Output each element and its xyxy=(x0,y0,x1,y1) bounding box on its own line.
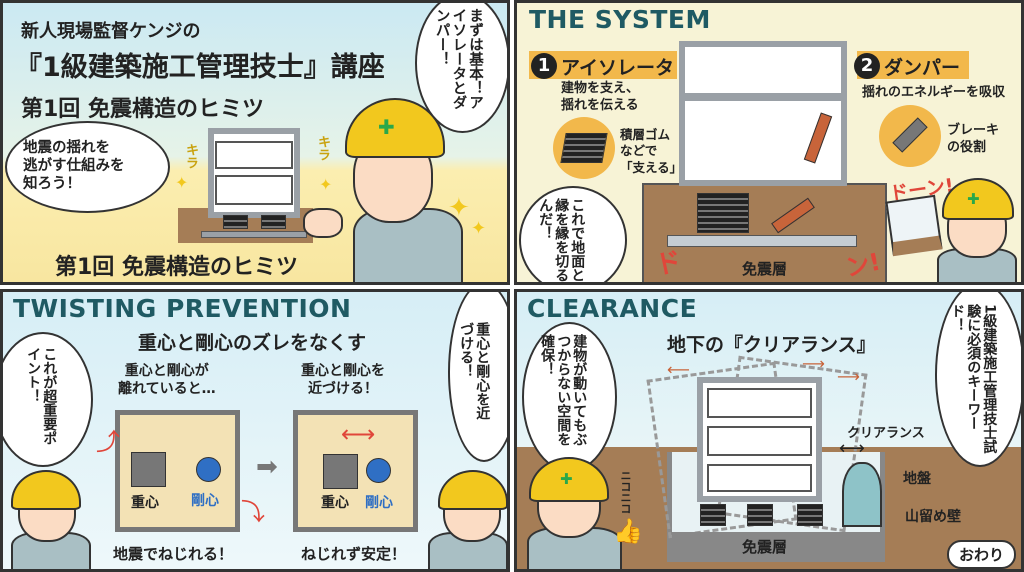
sfx-kira-right: キラ xyxy=(315,135,330,161)
speech-bubble-left xyxy=(3,332,93,467)
center-of-mass-square xyxy=(131,452,166,487)
title-line2: 『1級建築施工管理技士』講座 xyxy=(15,52,385,83)
item1-note: 積層ゴム などで 「支える」 xyxy=(620,127,683,175)
title-line1: 新人現場監督ケンジの xyxy=(21,21,201,42)
speech-bubble xyxy=(519,186,627,282)
sway-arrow-icon: ⟶ xyxy=(802,354,825,373)
isolator-rubber xyxy=(697,193,749,233)
center-of-rigidity-circle xyxy=(196,457,221,482)
bubble-right-text: 重心と剛心を近づける！ xyxy=(458,322,491,420)
sfx-kira-left: キラ xyxy=(183,143,198,169)
item1-desc: 建物を支え、 揺れを伝える xyxy=(561,81,640,113)
heading: 重心と剛心のズレをなくす xyxy=(138,332,367,354)
bubble-right-text: 1級建築施工管理技士試験に必須のキーワード！ xyxy=(949,304,998,454)
clearance-arrow-icon: ⟷ xyxy=(839,438,865,459)
building-floor xyxy=(707,426,812,456)
speech-bubble-left xyxy=(522,322,617,472)
ground-section xyxy=(642,183,887,282)
double-arrow-icon: ⟷ xyxy=(341,420,376,448)
speech-bubble-right xyxy=(448,292,507,462)
safety-cross-icon: ✚ xyxy=(967,190,980,208)
bubble-right-text: まずは基本！アイソレータとダンパー！ xyxy=(433,8,484,110)
center-of-mass-square xyxy=(323,454,358,489)
building-floor xyxy=(707,464,812,492)
layer-label: 免震層 xyxy=(742,260,788,278)
isolator-icon xyxy=(700,504,726,526)
building-illustration xyxy=(679,41,847,186)
caption: 第1回 免震構造のヒミツ xyxy=(55,255,298,280)
title-line3: 第1回 免震構造のヒミツ xyxy=(21,97,264,122)
sparkle-icon: ✦ xyxy=(175,173,189,192)
twist-arrow-up-icon: ⤴ xyxy=(96,428,120,456)
building-floor xyxy=(215,141,293,169)
damper-card xyxy=(885,194,943,257)
sway-arrow-icon: ⟵ xyxy=(667,360,690,379)
label-center-mass: 重心 xyxy=(321,495,349,511)
thumbs-up-icon: 👍 xyxy=(613,517,643,545)
speech-bubble-right xyxy=(415,3,507,133)
safety-cross-icon: ✚ xyxy=(378,115,395,139)
twist-arrow-down-icon: ⤵ xyxy=(241,498,265,526)
right-caption-bottom: ねじれず安定！ xyxy=(301,545,407,563)
isolator-icon xyxy=(747,504,773,526)
panel-4: CLEARANCE 地下の『クリアランス』 免震層 ⟵ ⟶ ⟶ クリアランス ⟷… xyxy=(514,289,1024,572)
left-caption-bottom: 地震でねじれる！ xyxy=(113,545,234,563)
panel-2: THE SYSTEM 免震層 1 アイソレータ 建物を支え、 揺れを伝える 積層… xyxy=(514,0,1024,285)
sway-arrow-icon: ⟶ xyxy=(837,367,860,386)
foundation-slab xyxy=(201,231,307,238)
arrow-right-icon: ➡ xyxy=(256,452,278,482)
label-center-rigidity: 剛心 xyxy=(365,495,393,511)
item2-note: ブレーキ の役割 xyxy=(947,123,1000,155)
item2-number: 2 xyxy=(854,53,880,79)
building-floor xyxy=(215,175,293,205)
bubble-text: これで地面と縁を縁を切るんだ！ xyxy=(537,198,586,282)
foundation-slab xyxy=(667,235,857,247)
isolator-icon xyxy=(261,215,286,229)
floorplan-stable xyxy=(293,410,418,532)
bubble-left-text: これが超重要ポイント！ xyxy=(25,347,58,445)
building-floor xyxy=(707,388,812,418)
panel-1: 新人現場監督ケンジの 『1級建築施工管理技士』講座 第1回 免震構造のヒミツ 地… xyxy=(0,0,510,285)
worker-in-pit xyxy=(842,462,882,527)
sfx-nikoniko: ニコニコ xyxy=(619,470,632,514)
end-label[interactable]: おわり xyxy=(947,540,1017,569)
item1-label: アイソレータ xyxy=(561,57,675,79)
layer-label: 免震層 xyxy=(742,538,788,556)
isolator-icon xyxy=(223,215,248,229)
hand-wave xyxy=(303,208,343,238)
sfx-n: ン! xyxy=(842,247,884,283)
speech-bubble-left xyxy=(5,121,170,213)
helmet-icon xyxy=(11,470,81,510)
right-caption-top: 重心と剛心を 近づける！ xyxy=(301,363,385,398)
panel-title: THE SYSTEM xyxy=(529,5,711,34)
ground-label: 地盤 xyxy=(903,471,931,487)
safety-cross-icon: ✚ xyxy=(560,470,573,488)
bubble-left-text: 建物が動いてもぶつからない空間を確保！ xyxy=(539,334,588,446)
item1-number: 1 xyxy=(531,53,557,79)
center-of-rigidity-circle xyxy=(366,458,391,483)
left-caption-top: 重心と剛心が 離れていると… xyxy=(118,363,216,398)
item2-label: ダンパー xyxy=(884,57,961,79)
sparkle-icon: ✦ xyxy=(471,218,487,239)
panel-3: TWISTING PREVENTION 重心と剛心のズレをなくす これが超重要ポ… xyxy=(0,289,510,572)
wall-label: 山留め壁 xyxy=(905,509,961,525)
isolator-icon xyxy=(797,504,823,526)
panel-title: TWISTING PREVENTION xyxy=(13,294,352,323)
bubble-left-text: 地震の揺れを 逃がす仕組みを 知ろう！ xyxy=(23,140,125,193)
panel-title: CLEARANCE xyxy=(527,294,698,323)
label-center-mass: 重心 xyxy=(131,495,159,511)
label-center-rigidity: 剛心 xyxy=(191,493,219,509)
heading: 地下の『クリアランス』 xyxy=(667,334,876,356)
base-slab xyxy=(672,532,880,560)
rubber-stack-glyph xyxy=(560,133,608,163)
item2-desc: 揺れのエネルギーを吸収 xyxy=(862,85,1006,100)
speech-bubble-right xyxy=(935,292,1021,467)
building-floor-beam xyxy=(679,93,847,101)
helmet-icon xyxy=(438,470,507,510)
clearance-label: クリアランス xyxy=(847,426,925,441)
sparkle-icon: ✦ xyxy=(319,175,333,194)
